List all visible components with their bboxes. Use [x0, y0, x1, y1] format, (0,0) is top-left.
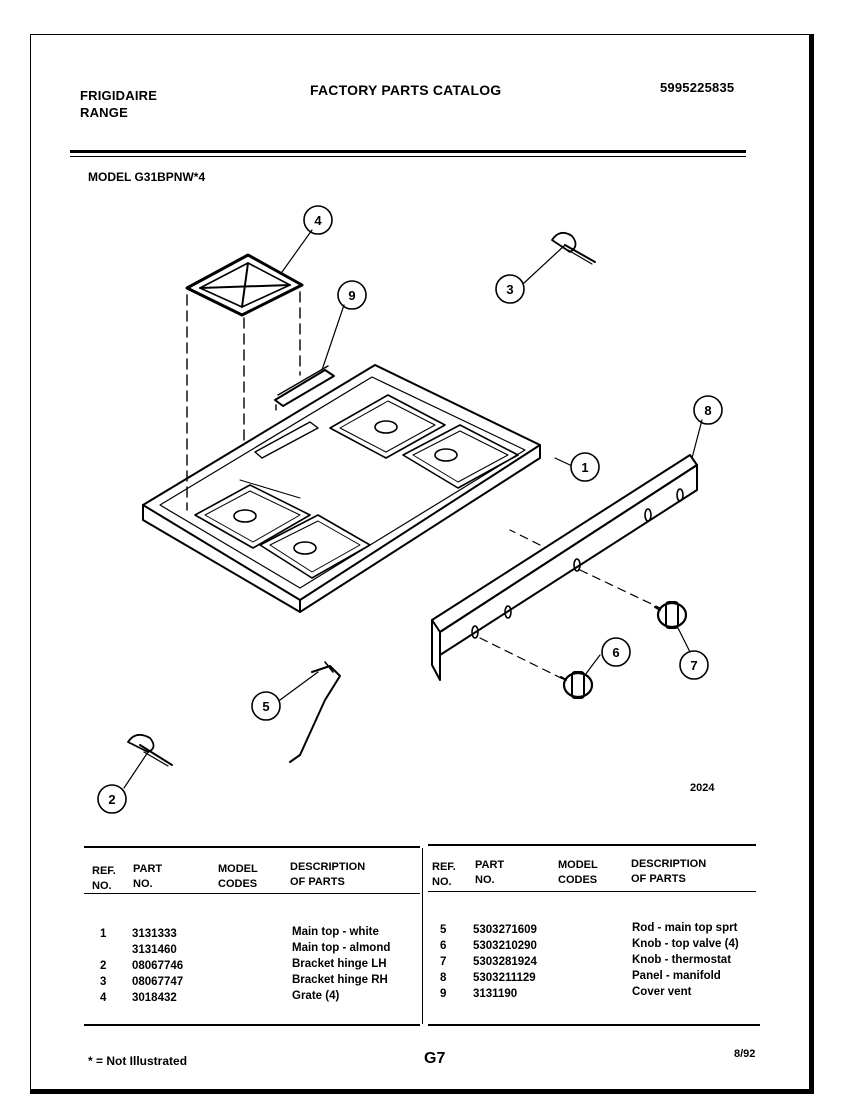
revision-date: 8/92 — [734, 1048, 756, 1060]
figure-number: 2024 — [690, 782, 715, 794]
manifold-panel-part — [431, 454, 698, 681]
table-row-part: 5303210290 — [473, 940, 537, 952]
svg-text:4: 4 — [314, 213, 322, 228]
header-underline-right — [428, 891, 756, 892]
table-row-desc: Main top - almond — [292, 942, 391, 954]
header-rule-thin — [70, 156, 746, 157]
table-row-ref: 3 — [100, 976, 107, 988]
table-row-part: 3131333 — [132, 928, 177, 940]
catalog-number: 5995225835 — [660, 80, 735, 95]
table-row-desc: Knob - top valve (4) — [632, 938, 739, 950]
callout-3: 3 — [495, 274, 525, 304]
table-row-desc: Bracket hinge LH — [292, 958, 387, 970]
callout-9: 9 — [337, 280, 367, 310]
callout-5: 5 — [251, 691, 281, 721]
header-ref: REF.NO. — [92, 865, 116, 892]
table-row-ref: 4 — [100, 992, 107, 1004]
table-divider — [422, 848, 423, 1024]
svg-text:6: 6 — [612, 645, 619, 660]
callout-2: 2 — [97, 784, 127, 814]
table-top-rule-left — [84, 846, 420, 848]
svg-text:1: 1 — [581, 460, 588, 475]
catalog-title: FACTORY PARTS CATALOG — [310, 82, 502, 98]
rod-part — [289, 661, 341, 763]
table-row-desc: Panel - manifold — [632, 970, 721, 982]
grate-part — [185, 253, 304, 511]
page-border — [30, 34, 814, 1094]
table-row-ref: 8 — [440, 972, 447, 984]
callout-6: 6 — [601, 637, 631, 667]
svg-text:3: 3 — [506, 282, 513, 297]
table-row-part: 3131460 — [132, 944, 177, 956]
svg-text:8: 8 — [704, 403, 711, 418]
model-number: MODEL G31BPNW*4 — [88, 170, 206, 184]
table-row-desc: Grate (4) — [292, 990, 340, 1002]
header-rule — [70, 150, 746, 153]
table-row-desc: Main top - white — [292, 926, 379, 938]
thermostat-knob-part — [654, 601, 688, 629]
header-underline-left — [84, 893, 420, 894]
product-type: RANGE — [80, 105, 128, 120]
table-row-part: 5303211129 — [473, 972, 536, 984]
cover-vent-part — [274, 365, 335, 411]
table-row-ref: 5 — [440, 924, 447, 936]
table-row-part: 3018432 — [132, 992, 177, 1004]
table-row-part: 08067746 — [132, 960, 184, 972]
svg-text:9: 9 — [348, 288, 355, 303]
table-row-desc: Bracket hinge RH — [292, 974, 388, 986]
bracket-hinge-lh-part — [127, 733, 173, 767]
svg-text:2: 2 — [108, 792, 115, 807]
top-valve-knob-part — [560, 671, 594, 699]
main-top-part — [142, 364, 541, 613]
bracket-hinge-rh-part — [551, 231, 596, 265]
table-row-part: 5303271609 — [473, 924, 537, 936]
table-row-desc: Knob - thermostat — [632, 954, 732, 966]
table-row-ref: 9 — [440, 988, 447, 1000]
brand-name: FRIGIDAIRE — [80, 88, 158, 103]
footnote: * = Not Illustrated — [88, 1054, 188, 1068]
callout-8: 8 — [693, 395, 723, 425]
table-bottom-rule-right — [428, 1024, 760, 1026]
leader-lines — [123, 229, 703, 789]
table-row-desc: Cover vent — [632, 986, 692, 998]
svg-text:5: 5 — [262, 699, 269, 714]
table-top-rule-right — [428, 844, 756, 846]
table-row-part: 5303281924 — [473, 956, 537, 968]
table-row-part: 3131190 — [473, 988, 518, 1000]
table-bottom-rule-left — [84, 1024, 420, 1026]
callout-4: 4 — [303, 205, 333, 235]
table-row-ref: 2 — [100, 960, 107, 972]
table-row-ref: 6 — [440, 940, 447, 952]
page-number: G7 — [424, 1050, 446, 1067]
table-row-part: 08067747 — [132, 976, 184, 988]
header-ref-right: REF.NO. — [432, 861, 456, 888]
table-row-desc: Rod - main top sprt — [632, 922, 738, 934]
svg-text:7: 7 — [690, 658, 697, 673]
table-row-ref: 1 — [100, 928, 107, 940]
table-row-ref: 7 — [440, 956, 447, 968]
callout-7: 7 — [679, 650, 709, 680]
callout-1: 1 — [570, 452, 600, 482]
